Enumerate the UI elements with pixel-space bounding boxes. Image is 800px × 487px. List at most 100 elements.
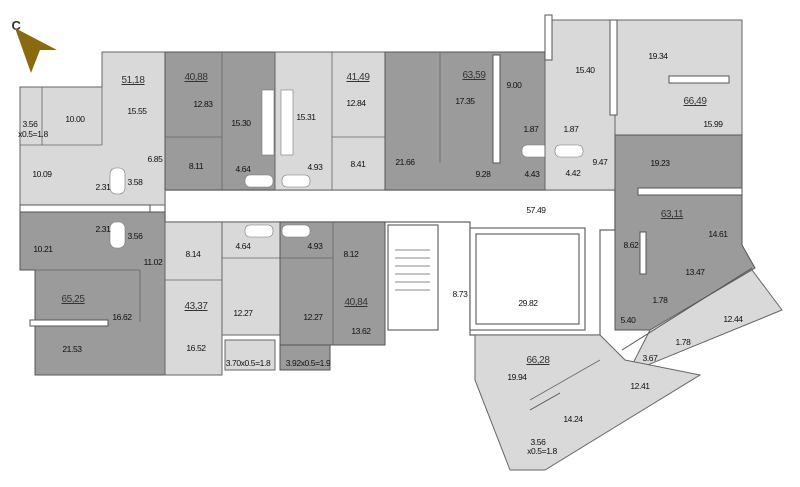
room-labels: 51,18 15.55 10.00 3.56 x0.5=1.8 6.85 10.…: [18, 51, 744, 456]
room-area: 15.40: [575, 65, 595, 75]
room-area: 10.21: [33, 244, 53, 254]
balcony-area-formula: x0.5=1.8: [18, 129, 48, 139]
room-area: 3.67: [643, 353, 659, 363]
room-area: 15.99: [703, 119, 723, 129]
balcony-3-92: [279, 344, 331, 371]
apartment-total-area: 63,11: [661, 209, 684, 220]
apartment-43-37[interactable]: [164, 221, 223, 376]
room-area: 1.87: [524, 124, 540, 134]
apartment-66-28[interactable]: [474, 334, 702, 471]
stairwell: [387, 224, 439, 331]
room-area: 13.62: [351, 326, 371, 336]
balcony-area-formula: 3.70x0.5=1.8: [226, 358, 271, 368]
wall: [529, 359, 601, 401]
room-area: 9.28: [476, 169, 492, 179]
room-area: 19.34: [648, 51, 668, 61]
compass-arrow-icon: [15, 28, 57, 73]
room-area: 4.43: [525, 169, 541, 179]
room-area: 4.93: [308, 162, 324, 172]
room-area: 15.30: [231, 118, 251, 128]
room-area: 8.62: [624, 240, 640, 250]
wall: [621, 267, 753, 351]
wall: [544, 14, 553, 61]
room-area: 1.78: [653, 295, 669, 305]
balcony-area-formula: x0.5=1.8: [527, 446, 557, 456]
room-area: 8.11: [189, 161, 204, 171]
bathtub-icon: [244, 224, 274, 238]
balcony-area: 3.56: [23, 119, 39, 129]
room-area: 17.35: [455, 96, 475, 106]
room-area: 12.83: [193, 99, 213, 109]
room-area: 13.47: [685, 267, 705, 277]
bathtub-icon: [281, 224, 311, 238]
room-area: 14.24: [563, 414, 583, 424]
wall: [19, 204, 151, 213]
wall: [668, 75, 730, 84]
room-area: 16.62: [112, 312, 132, 322]
room-area: 4.64: [236, 164, 252, 174]
apartment-total-area: 66,49: [683, 96, 707, 107]
bathtub-icon: [109, 167, 126, 195]
room-area: 12.84: [346, 98, 366, 108]
room-area: 12.44: [723, 314, 743, 324]
room-area: 10.09: [32, 169, 52, 179]
room-area: 3.56: [128, 231, 144, 241]
room-area: 21.53: [62, 344, 82, 354]
room-area: 6.85: [148, 154, 164, 164]
kitchen-counter: [261, 89, 275, 156]
stairs-icon: [395, 249, 430, 291]
wall: [639, 231, 647, 275]
compass-label: С: [12, 18, 22, 33]
room-area: 1.87: [564, 124, 580, 134]
room-area: 8.14: [186, 249, 202, 259]
room-area: 19.94: [507, 372, 527, 382]
room-area: 5.40: [621, 315, 637, 325]
apartment-40-88[interactable]: [164, 51, 276, 191]
bathtub-icon: [244, 174, 274, 188]
room-area: 15.55: [127, 106, 147, 116]
balcony-area: 3.56: [531, 437, 547, 447]
room-area: 14.61: [708, 229, 728, 239]
utility-room-inner: [475, 233, 580, 325]
apartment-total-area: 65,25: [61, 294, 85, 305]
room-area: 19.23: [650, 158, 670, 168]
room-area: 1.78: [676, 337, 692, 347]
room-area: 21.66: [395, 157, 415, 167]
room-area: 10.00: [65, 114, 85, 124]
bathtub-icon: [554, 144, 584, 158]
room-area: 12.27: [303, 312, 323, 322]
room-area: 15.31: [296, 112, 316, 122]
apartment-total-area: 43,37: [184, 301, 208, 312]
apartment-total-area: 63,59: [462, 70, 486, 81]
room-area: 4.64: [236, 241, 252, 251]
kitchen-counter: [280, 89, 294, 156]
corridor-area: 57.49: [526, 205, 546, 215]
apartment-65-25[interactable]: [19, 211, 166, 376]
room-area: 2.31: [96, 224, 112, 234]
apartment-12-27-left[interactable]: [221, 221, 281, 336]
apartment-total-area: 51,18: [121, 75, 145, 86]
balcony-area-formula: 3.92x0.5=1.9: [286, 358, 331, 368]
wall: [492, 54, 501, 164]
apartment-total-area: 40,88: [184, 72, 208, 83]
bathtub-icon: [109, 221, 126, 249]
wall: [637, 187, 743, 196]
balcony-3-70: [224, 339, 276, 371]
room-area: 3.58: [128, 177, 144, 187]
room-area: 16.52: [186, 343, 206, 353]
north-compass: С: [12, 18, 57, 73]
room-area: 9.47: [593, 157, 609, 167]
room-area: 8.73: [453, 289, 469, 299]
apartment-63-11[interactable]: [614, 134, 756, 331]
wall: [529, 392, 561, 411]
room-area: 29.82: [518, 298, 538, 308]
apartment-total-area: 40,84: [344, 297, 368, 308]
room-area: 8.41: [351, 159, 367, 169]
room-area: 12.27: [233, 308, 253, 318]
wall: [609, 19, 618, 116]
apartment-total-area: 66,28: [526, 355, 550, 366]
apartment-40-84[interactable]: [279, 221, 386, 346]
room-area: 11.02: [144, 257, 163, 267]
room-area: 4.42: [566, 168, 582, 178]
